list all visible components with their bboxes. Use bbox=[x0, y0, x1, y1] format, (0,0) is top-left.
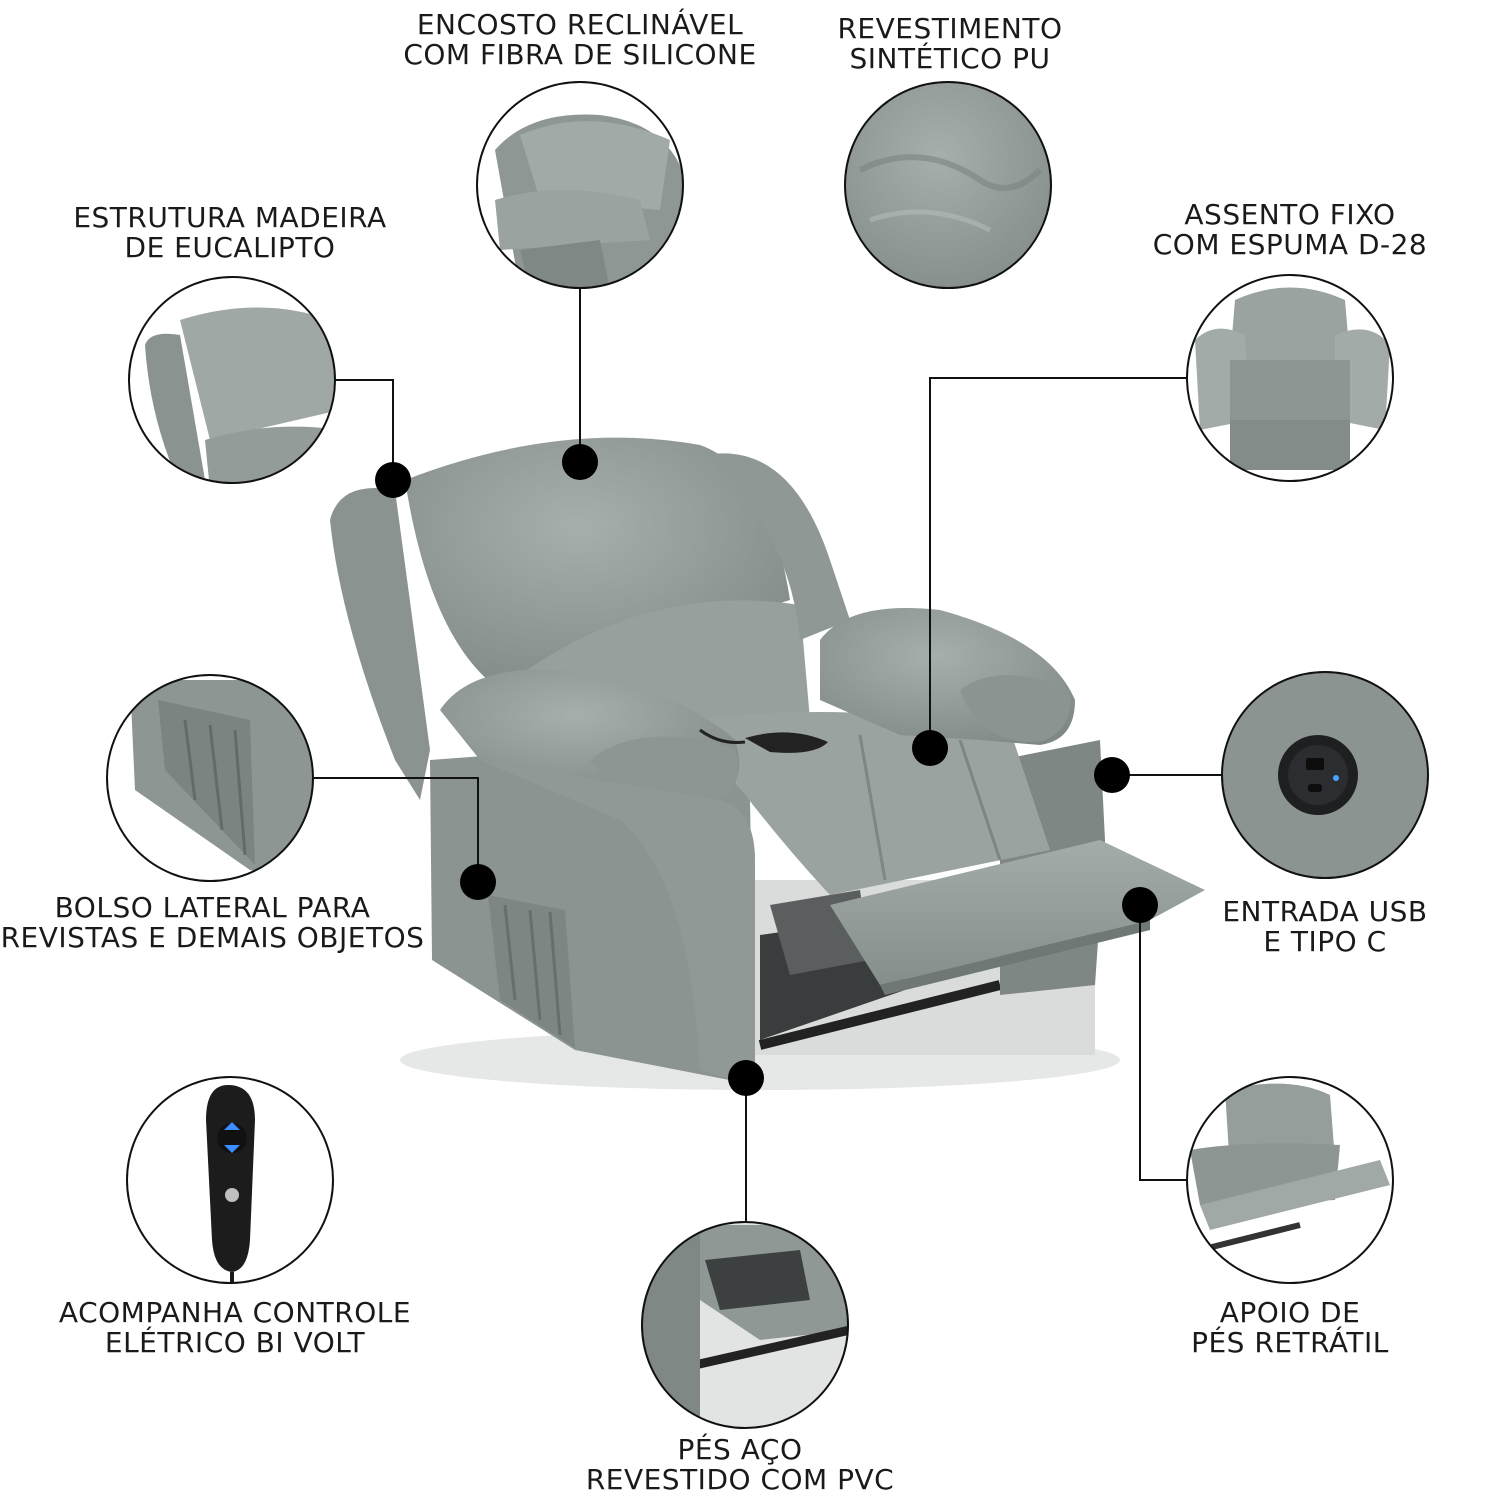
detail-circle-encosto bbox=[476, 81, 684, 289]
detail-circle-assento bbox=[1186, 274, 1394, 482]
detail-circle-bolso bbox=[106, 674, 314, 882]
detail-circle-estrutura bbox=[128, 276, 336, 484]
recliner-main-image bbox=[330, 437, 1205, 1090]
connector-lines bbox=[313, 288, 1222, 1222]
detail-circle-pes bbox=[641, 1221, 849, 1429]
marker-dots bbox=[375, 444, 1158, 1096]
detail-circle-usb bbox=[1221, 671, 1429, 879]
detail-circle-controle bbox=[126, 1076, 334, 1284]
detail-circle-apoio bbox=[1186, 1076, 1394, 1284]
detail-circle-revestimento bbox=[844, 81, 1052, 289]
